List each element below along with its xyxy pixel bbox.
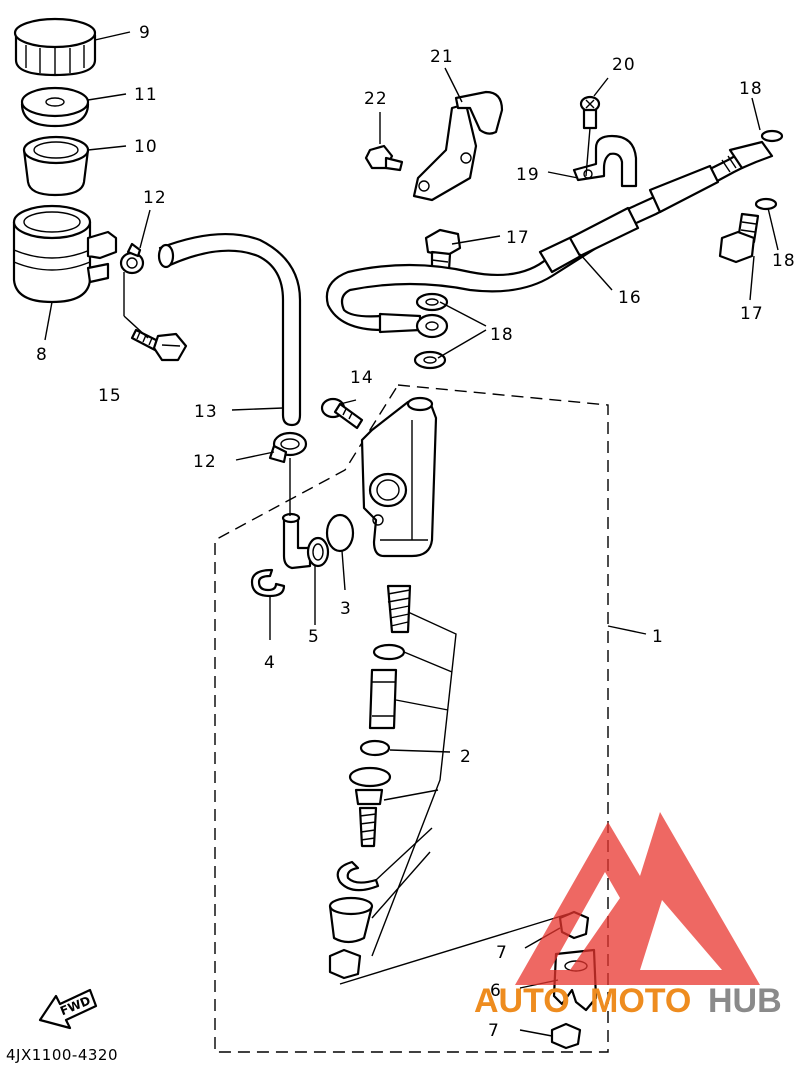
part-hose-joint — [281, 512, 330, 570]
watermark-logo — [515, 812, 760, 985]
watermark-moto-text: MOTO — [590, 982, 691, 1020]
callout-20: 20 — [612, 55, 636, 75]
part-hose-clamp-lower — [268, 431, 308, 464]
callout-8: 8 — [36, 345, 48, 365]
part-screw-20 — [579, 95, 601, 130]
callout-6: 6 — [490, 981, 502, 1001]
part-hose-holder-bracket — [412, 90, 504, 202]
part-o-ring — [325, 513, 355, 553]
part-union-bolt-right — [718, 212, 760, 264]
callout-10: 10 — [134, 137, 158, 157]
callout-17-right: 17 — [740, 304, 764, 324]
callout-22: 22 — [364, 89, 388, 109]
part-reservoir-cap — [13, 17, 97, 77]
callout-12-top: 12 — [143, 188, 167, 208]
callout-7-upper: 7 — [496, 943, 508, 963]
callout-4: 4 — [264, 653, 276, 673]
part-bolt-15 — [130, 328, 188, 362]
callout-5: 5 — [308, 627, 320, 647]
callout-14: 14 — [350, 368, 374, 388]
leader-lines — [44, 31, 779, 1037]
callout-9: 9 — [139, 23, 151, 43]
part-brake-hose — [325, 140, 774, 339]
part-hose-guide — [572, 134, 638, 188]
part-hose-clamp-top — [119, 242, 145, 275]
part-cylinder-kit — [328, 584, 412, 980]
part-reservoir-hose — [157, 233, 302, 427]
callout-17-left: 17 — [506, 228, 530, 248]
callout-21: 21 — [430, 47, 454, 67]
callout-16: 16 — [618, 288, 642, 308]
fwd-arrow-icon: FWD — [38, 988, 98, 1030]
callout-18-right-top: 18 — [739, 79, 763, 99]
callout-2: 2 — [460, 747, 472, 767]
callout-7-lower: 7 — [488, 1021, 500, 1041]
part-diaphragm — [22, 135, 90, 197]
part-bolt-22 — [364, 144, 404, 172]
part-bolt-14 — [320, 397, 364, 430]
callout-18-mid: 18 — [490, 325, 514, 345]
watermark-hub-text: HUB — [708, 982, 782, 1020]
callout-13: 13 — [194, 402, 218, 422]
part-diaphragm-plate — [20, 86, 90, 128]
part-master-cylinder-body — [360, 396, 438, 558]
callout-labels: 9 11 10 12 8 15 13 12 14 4 5 3 17 18 16 … — [36, 23, 796, 1041]
callout-15: 15 — [98, 386, 122, 406]
callout-19: 19 — [516, 165, 540, 185]
diagram-code: 4JX1100-4320 — [6, 1046, 118, 1064]
callout-3: 3 — [340, 599, 352, 619]
watermark-auto-text: AUTO — [474, 982, 570, 1020]
part-copper-washers — [413, 129, 784, 370]
part-circlip-4 — [250, 568, 286, 598]
assembly-boundary — [214, 384, 609, 1053]
callout-1: 1 — [652, 627, 664, 647]
watermark-brand: AUTO MOTO HUB — [474, 982, 782, 1020]
callout-11: 11 — [134, 85, 158, 105]
callout-18-right-lower: 18 — [772, 251, 796, 271]
part-reservoir-tank — [12, 204, 118, 304]
callout-12-lower: 12 — [193, 452, 217, 472]
